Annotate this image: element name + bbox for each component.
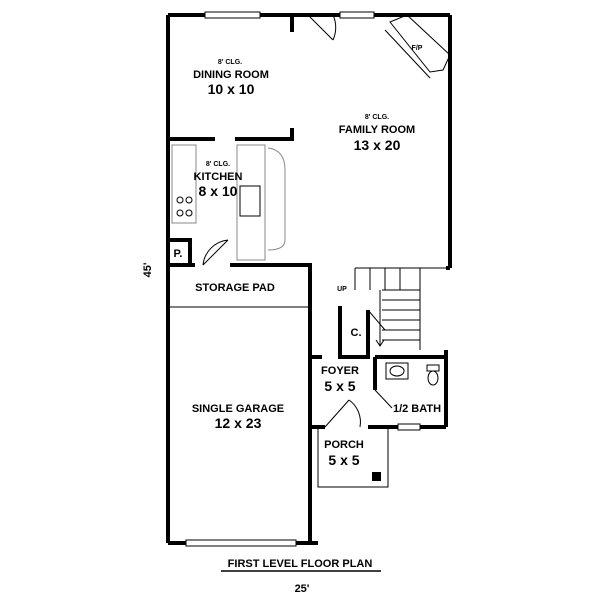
porch-post [372,472,381,481]
depth-dimension: 45' [142,262,154,277]
foyer-name: FOYER [321,365,359,377]
walls [166,13,452,545]
window-dining [204,11,261,19]
garage-entry-door [202,239,229,266]
closet-door-swing [367,309,386,331]
kitchen-name: KITCHEN [194,171,243,183]
dining-bottom-wall [168,128,294,141]
storage-name: STORAGE PAD [195,282,275,294]
windows [185,11,421,547]
doors [202,14,393,428]
front-door-swing [324,399,361,428]
range-burner [185,209,193,217]
lavatory-bowl [389,365,405,377]
pantry-label: P. [174,248,183,260]
kitchen-counter-left [171,144,197,224]
stairs-up-label: UP [337,286,347,293]
stair-arrow [375,290,385,347]
closet-wall [338,306,370,359]
range-burner [176,209,184,217]
rear-door-swing [307,14,337,41]
toilet-tank [426,364,440,372]
stair-treads [369,268,420,341]
dining-name: DINING ROOM [193,69,269,81]
range-burner [176,196,184,204]
porch-name: PORCH [324,439,364,451]
porch-size: 5 x 5 [328,452,359,468]
window-family [339,11,375,19]
family-clg: 8' CLG. [365,114,389,121]
kitchen-island [236,144,266,261]
width-dimension: 25' [295,583,310,595]
family-size: 13 x 20 [354,137,401,153]
bath-fixtures [385,362,440,386]
range-burner [185,196,193,204]
family-name: FAMILY ROOM [339,124,415,136]
bar-counter [267,147,286,251]
foyer-size: 5 x 5 [324,378,355,394]
toilet-bowl [427,370,439,386]
closet-label: C. [351,327,362,339]
plan-caption: FIRST LEVEL FLOOR PLAN [228,558,373,570]
garage-door [185,539,297,547]
fireplace-outline [389,14,451,73]
fireplace-hearth [384,29,431,79]
kitchen-clg: 8' CLG. [206,161,230,168]
garage-size: 12 x 23 [215,415,262,431]
porch-outline [317,427,389,488]
bath-name: 1/2 BATH [393,403,441,415]
stairs: UP [337,267,446,350]
fireplace: F/P [384,14,451,79]
lavatory [385,362,409,380]
room-labels: 8' CLG. DINING ROOM 10 x 10 8' CLG. FAMI… [174,59,442,468]
kitchen-size: 8 x 10 [199,183,238,199]
pantry-wall [168,238,192,265]
window-bath [397,423,421,431]
bath-door-swing [374,389,393,409]
dining-size: 10 x 10 [208,81,255,97]
dining-clg: 8' CLG. [218,59,242,66]
fireplace-label: F/P [412,45,423,52]
kitchen-fixtures [171,144,286,261]
kitchen-sink [239,185,261,217]
garage-name: SINGLE GARAGE [192,403,284,415]
